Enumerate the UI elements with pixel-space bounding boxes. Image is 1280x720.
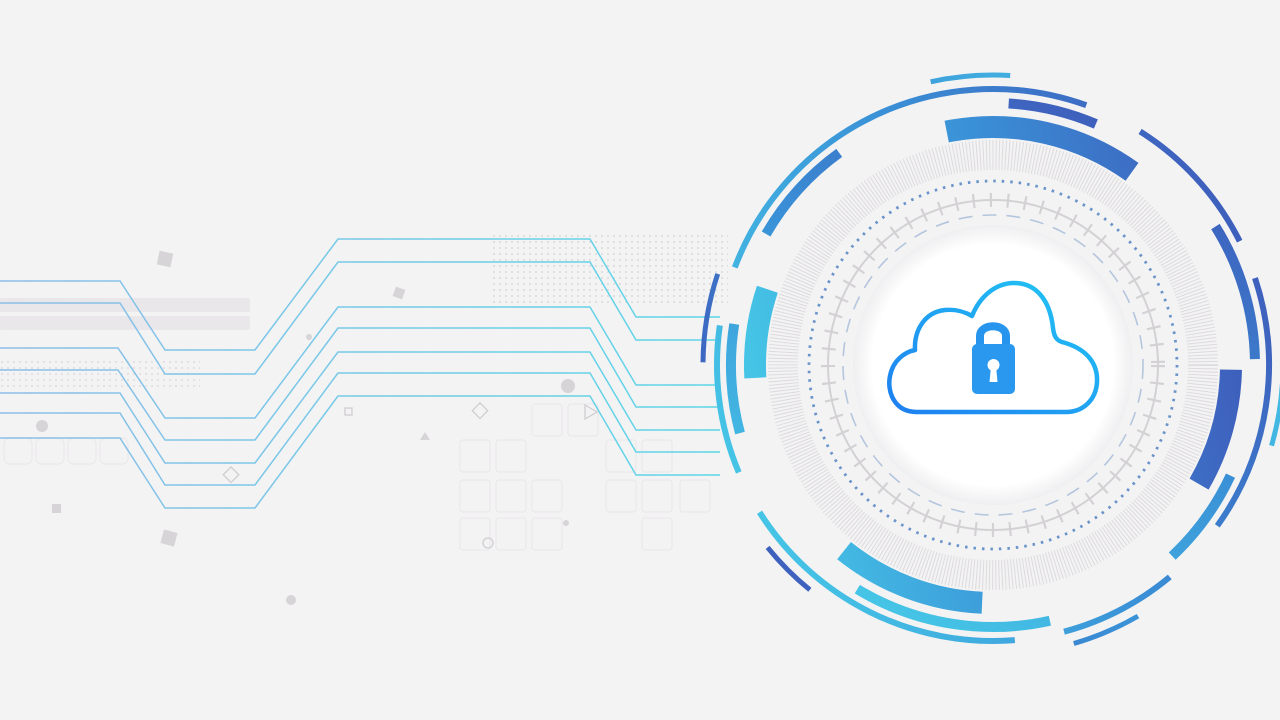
dot-matrix: [492, 232, 728, 304]
tick-band: [768, 140, 1218, 590]
circuit-lines: [0, 238, 720, 509]
cloud-lock-icon: [887, 280, 1100, 415]
grid-blocks: [3, 403, 711, 551]
mid-ring-segments: [744, 116, 1242, 614]
ring-assembly: [700, 72, 1280, 658]
lock-icon: [972, 322, 1015, 394]
outline-shapes: [222, 402, 599, 549]
filled-blocks: [0, 298, 250, 330]
cross-tick-ring: [821, 193, 1165, 537]
dot-matrix: [0, 361, 200, 391]
dashed-ring: [842, 214, 1144, 516]
dotted-ring: [807, 179, 1179, 551]
scattered-shapes: [36, 250, 575, 605]
